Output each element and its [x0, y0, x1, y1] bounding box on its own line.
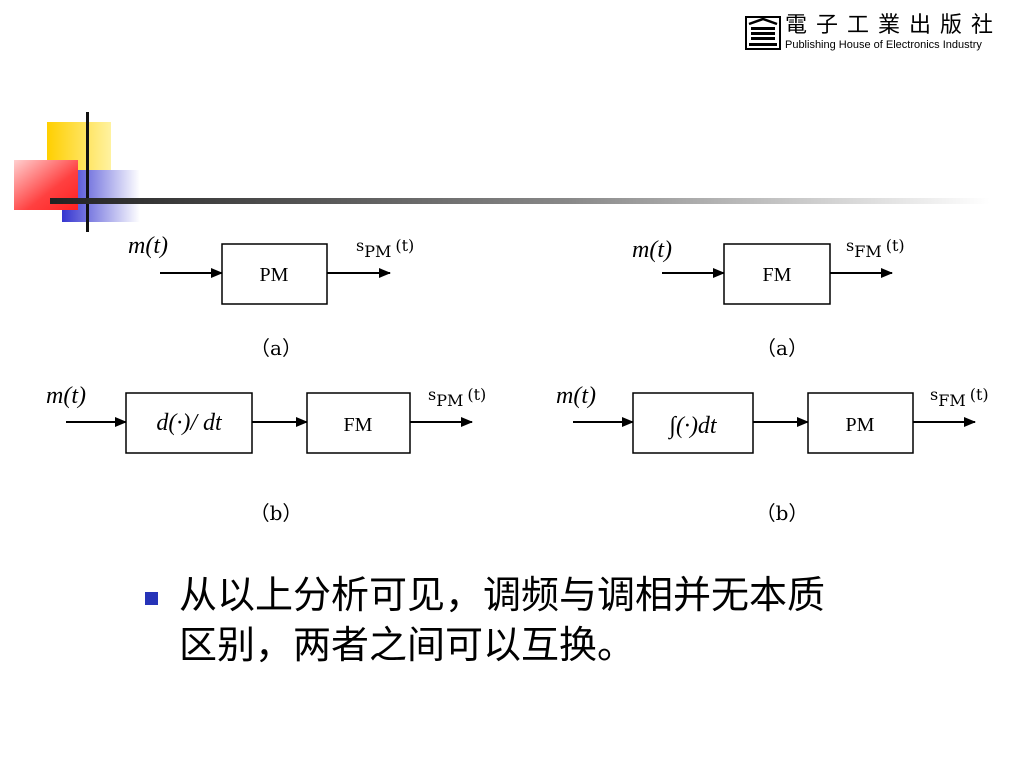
fm-block: [306, 392, 411, 454]
output-label: sFM(t): [846, 236, 905, 261]
publisher-name-cn: 電子工業出版社: [784, 13, 1002, 38]
caption-b: （b）: [756, 501, 809, 525]
diagram-fm-indirect: m(t) ∫(·)dt PM sFM(t) （b）: [556, 383, 989, 525]
output-label: sFM(t): [930, 385, 989, 410]
diagram-pm-direct: m(t) PM sPM(t) （a）: [128, 233, 414, 360]
bullet-line-2: 区别，两者之间可以互换。: [179, 623, 636, 667]
fm-block-label: FM: [763, 264, 792, 286]
fm-block-label: FM: [344, 414, 373, 436]
input-label: m(t): [46, 383, 86, 409]
caption-a: （a）: [756, 336, 808, 360]
bullet-line-1: 从以上分析可见，调频与调相并无本质: [179, 573, 826, 617]
input-label: m(t): [632, 237, 672, 263]
publisher-name-en: Publishing House of Electronics Industry: [784, 39, 982, 51]
modulation-diagrams: m(t) PM sPM(t) （a） m(t) FM sFM(t) （a） m(…: [46, 233, 989, 525]
bullet-paragraph: 从以上分析可见，调频与调相并无本质 区别，两者之间可以互换。: [146, 570, 986, 670]
publisher-header: 電子工業出版社 Publishing House of Electronics …: [744, 13, 1002, 52]
caption-a: （a）: [250, 336, 302, 360]
pm-block-label: PM: [260, 264, 289, 286]
bullet-square-icon: [145, 592, 158, 605]
pm-block-label: PM: [846, 414, 875, 436]
integrator-label: ∫(·)dt: [667, 413, 718, 440]
diagram-pm-indirect: m(t) d(·)/ dt FM sPM(t) （b）: [46, 383, 486, 525]
publisher-logo-icon: [744, 16, 781, 50]
pm-block: [221, 243, 328, 305]
output-label: sPM(t): [356, 236, 414, 261]
differentiator-label: d(·)/ dt: [156, 410, 223, 436]
input-label: m(t): [128, 233, 168, 259]
output-label: sPM(t): [428, 385, 486, 410]
caption-b: （b）: [250, 501, 303, 525]
input-label: m(t): [556, 383, 596, 409]
differentiator-block: [125, 392, 253, 454]
diagram-fm-direct: m(t) FM sFM(t) （a）: [632, 236, 905, 360]
